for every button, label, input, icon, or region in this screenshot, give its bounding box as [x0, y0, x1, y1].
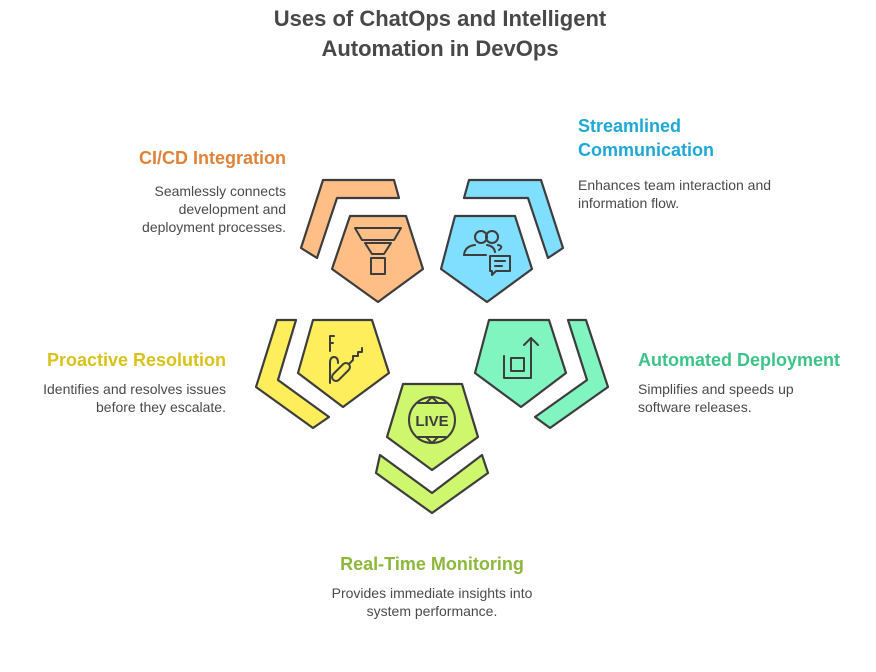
item-description: Enhances team interaction and informatio…: [578, 177, 772, 211]
item-description: Identifies and resolves issues before th…: [43, 381, 226, 415]
diagram-title: Uses of ChatOps and Intelligent Automati…: [273, 6, 607, 61]
item-description: Simplifies and speeds up software releas…: [638, 381, 794, 415]
svg-text:LIVE: LIVE: [415, 413, 448, 430]
resolution-chevron: [254, 318, 331, 430]
live-globe-icon: LIVE: [408, 396, 456, 444]
item-title: Streamlined Communication: [578, 116, 715, 160]
wrench-icon: [329, 335, 363, 384]
item-title: Automated Deployment: [638, 350, 841, 370]
item-title: Proactive Resolution: [46, 350, 226, 370]
communication-pentagon: [439, 214, 534, 304]
item-communication: Streamlined Communication Enhances team …: [578, 114, 778, 212]
funnel-icon: [354, 227, 402, 275]
team-chat-icon: [463, 230, 511, 276]
item-resolution: Proactive Resolution Identifies and reso…: [6, 348, 226, 416]
item-title: CI/CD Integration: [139, 148, 286, 168]
deploy-arrow-icon: [503, 337, 539, 379]
monitoring-pentagon: [385, 382, 480, 472]
item-description: Seamlessly connects development and depl…: [142, 183, 286, 235]
item-title: Real-Time Monitoring: [340, 554, 524, 574]
cicd-chevron: [299, 178, 401, 260]
deployment-pentagon: [473, 318, 568, 409]
monitoring-chevron: [374, 453, 490, 515]
item-deployment: Automated Deployment Simplifies and spee…: [638, 348, 868, 416]
item-monitoring: Real-Time Monitoring Provides immediate …: [312, 552, 552, 620]
deployment-chevron: [533, 318, 610, 430]
item-description: Provides immediate insights into system …: [331, 585, 533, 619]
item-cicd: CI/CD Integration Seamlessly connects de…: [6, 146, 286, 236]
communication-chevron: [462, 178, 565, 260]
